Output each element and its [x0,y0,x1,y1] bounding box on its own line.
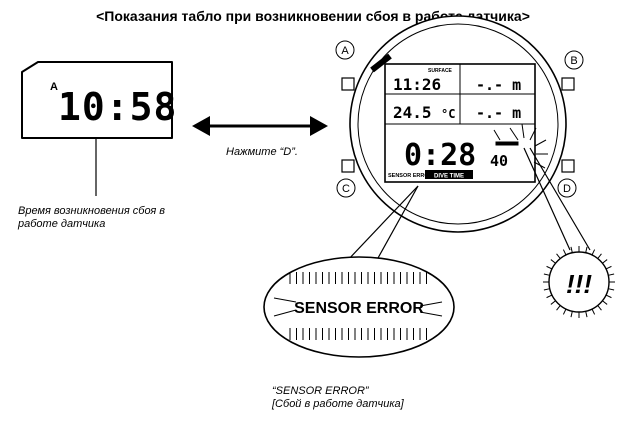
label-c: C [342,183,350,195]
row1-left-value: 11:26 [393,75,441,94]
alarm-indicator: A [50,81,58,93]
watch-button-labels: A B C D [335,40,584,198]
label-a: A [341,45,349,57]
dive-time-bar [425,170,473,179]
left-caption: Время возникновения сбоя в работе датчик… [18,205,165,231]
left-caption-line-1: Время возникновения сбоя в [18,205,166,217]
pointer-to-alert-2 [529,147,591,251]
pointer-to-alert-1 [523,147,571,251]
arrow-label: Нажмите “D”. [226,146,298,158]
surface-label: SURFACE [428,68,453,74]
label-b: B [570,55,577,67]
row2-right-value: -.- m [476,104,521,122]
watch-button-a[interactable] [341,77,355,91]
dive-time-label: DIVE TIME [434,174,464,180]
elapsed-time: 0:28 [404,138,476,173]
sensor-error-bubble: SENSOR ERROR [263,256,455,358]
bottom-caption-line-2: [Сбой в работе датчика] [272,398,404,410]
left-lcd-display: A 10:58 [21,61,177,139]
left-caption-line-2: работе датчика [18,218,106,230]
pointer-to-bubble-2 [377,185,419,259]
row2-left-value: 24.5 [393,103,432,122]
alert-symbol: !!! [566,269,592,299]
bottom-caption-line-1: “SENSOR ERROR” [272,385,369,397]
alert-burst: !!! [543,246,615,318]
watch-button-c[interactable] [341,159,355,173]
watch-button-b[interactable] [561,77,575,91]
bottom-caption: “SENSOR ERROR” [Сбой в работе датчика] [272,385,404,411]
double-arrow [192,116,328,136]
bubble-text: SENSOR ERROR [294,300,424,317]
elapsed-seconds: 40 [490,152,508,170]
watch-button-d[interactable] [561,159,575,173]
row2-unit: °C [441,107,455,121]
pointer-to-bubble-1 [345,185,419,263]
watch [341,15,575,233]
sensor-error-label: SENSOR ERROR [388,173,433,179]
row1-right-value: -.- m [476,76,521,94]
page-title: <Показания табло при возникновении сбоя … [96,8,530,24]
label-d: D [563,183,571,195]
left-lcd-time: 10:58 [58,85,177,129]
